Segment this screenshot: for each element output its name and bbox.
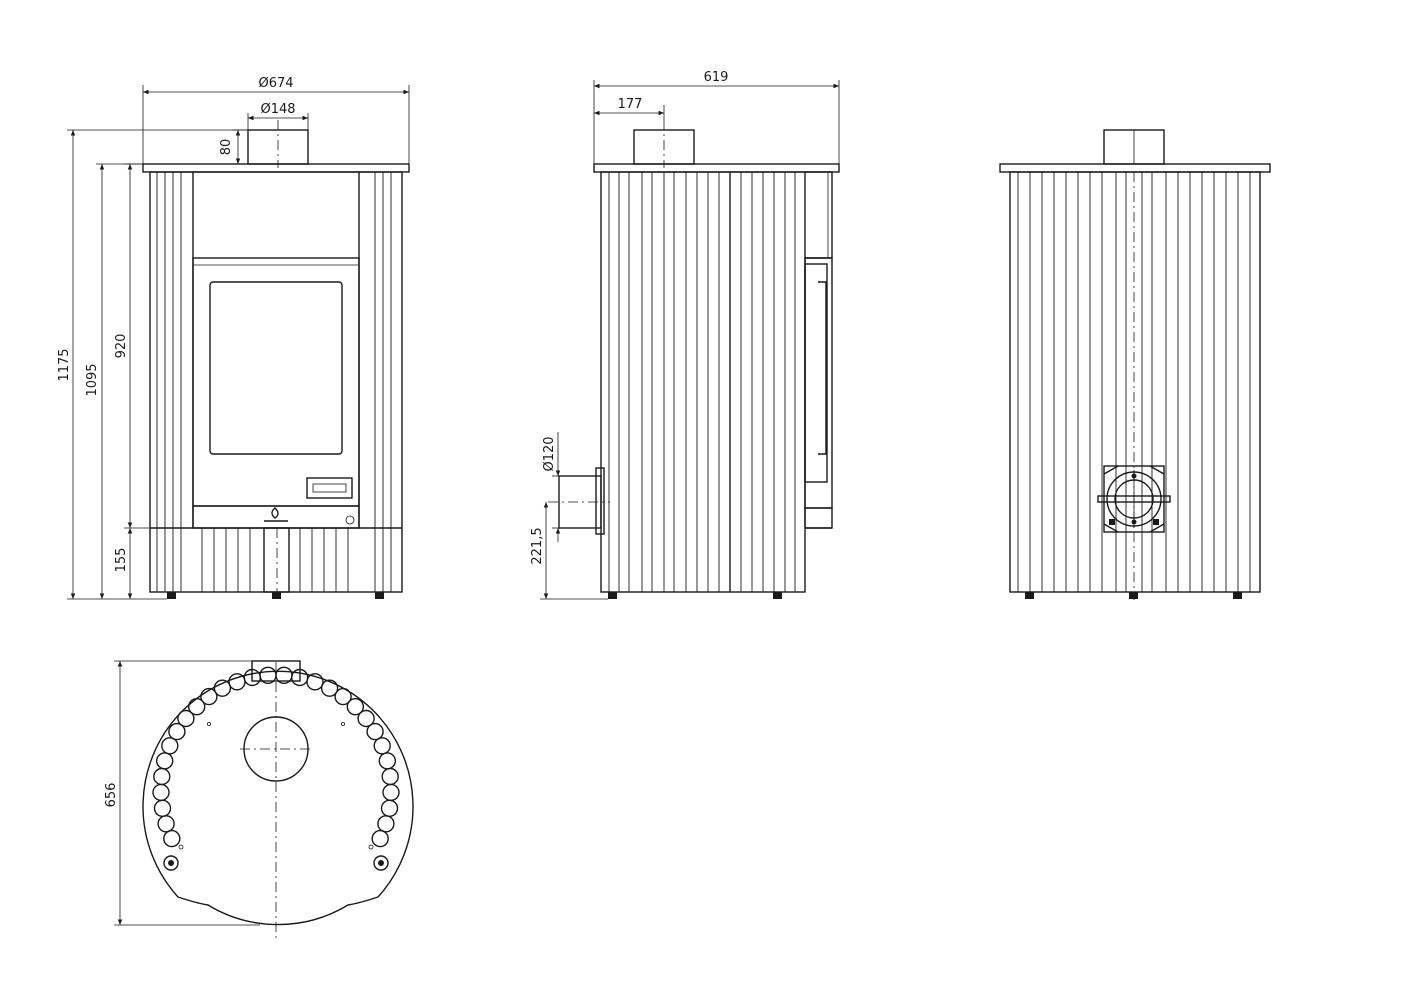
foot [167, 592, 176, 599]
foot [1025, 592, 1034, 599]
foot [272, 592, 281, 599]
vent-hole [168, 722, 186, 741]
foot [1233, 592, 1242, 599]
dim-door-height: 920 [114, 334, 129, 359]
air-inlet-pipe [558, 475, 602, 529]
back-view [999, 129, 1271, 600]
vent-hole [366, 722, 384, 741]
adjust-knob-left [163, 855, 179, 871]
fire-door [192, 257, 360, 507]
vent-hole [200, 687, 218, 706]
dim-front-width: Ø674 [258, 76, 293, 91]
front-base-fins [201, 528, 349, 592]
front-panel-fins-right [374, 172, 392, 592]
side-door-profile [804, 257, 833, 509]
vent-hole [228, 673, 246, 691]
back-panel-fins [1017, 172, 1251, 592]
vent-hole [161, 737, 179, 755]
vent-hole [377, 815, 395, 833]
foot [773, 592, 782, 599]
vent-hole [153, 799, 172, 817]
dim-air-inlet-height: 221,5 [530, 527, 545, 564]
door-handle [306, 477, 353, 499]
dim-flue-diameter: Ø148 [260, 102, 295, 117]
vent-hole [357, 709, 375, 728]
vent-hole [320, 679, 339, 697]
dim-top-depth: 656 [104, 783, 119, 808]
dim-side-depth: 619 [704, 70, 729, 85]
vent-hole [177, 709, 195, 728]
dim-flue-offset: 177 [618, 97, 643, 112]
vent-hole [155, 752, 174, 770]
vent-hole [152, 783, 170, 802]
front-panel-fins-left [156, 172, 182, 592]
vent-hole [346, 698, 364, 716]
vent-hole [163, 829, 181, 848]
vent-hole [334, 687, 352, 706]
foot [375, 592, 384, 599]
door-glass [209, 281, 343, 455]
dim-base-height: 155 [114, 548, 129, 573]
top-plate [142, 670, 414, 926]
vent-hole [213, 679, 232, 697]
flame-logo-icon [271, 507, 279, 519]
vent-hole [381, 767, 399, 786]
vent-hole [371, 829, 389, 848]
foot [608, 592, 617, 599]
vent-hole [382, 783, 400, 802]
dim-body-height: 1095 [85, 363, 100, 396]
front-view: Ø674 Ø148 80 1175 1095 920 155 [57, 76, 410, 600]
side-panel-fins [608, 172, 796, 592]
vent-hole [378, 752, 396, 770]
foot [1129, 592, 1138, 599]
dim-total-height: 1175 [57, 348, 72, 381]
adjust-knob-right [373, 855, 389, 871]
top-flue-collar [251, 660, 301, 682]
vent-hole [153, 767, 171, 786]
vent-hole [157, 815, 175, 833]
vent-hole [380, 799, 399, 817]
back-air-inlet [1103, 465, 1165, 533]
top-view: 656 [104, 660, 414, 942]
vent-hole [373, 737, 391, 755]
dim-air-inlet-diameter: Ø120 [542, 436, 557, 471]
vent-hole [306, 673, 324, 691]
side-view: 619 177 Ø120 221,5 [530, 70, 840, 600]
dim-flue-height: 80 [219, 139, 234, 156]
top-ventilation-holes [152, 666, 400, 848]
vent-hole [187, 698, 206, 716]
